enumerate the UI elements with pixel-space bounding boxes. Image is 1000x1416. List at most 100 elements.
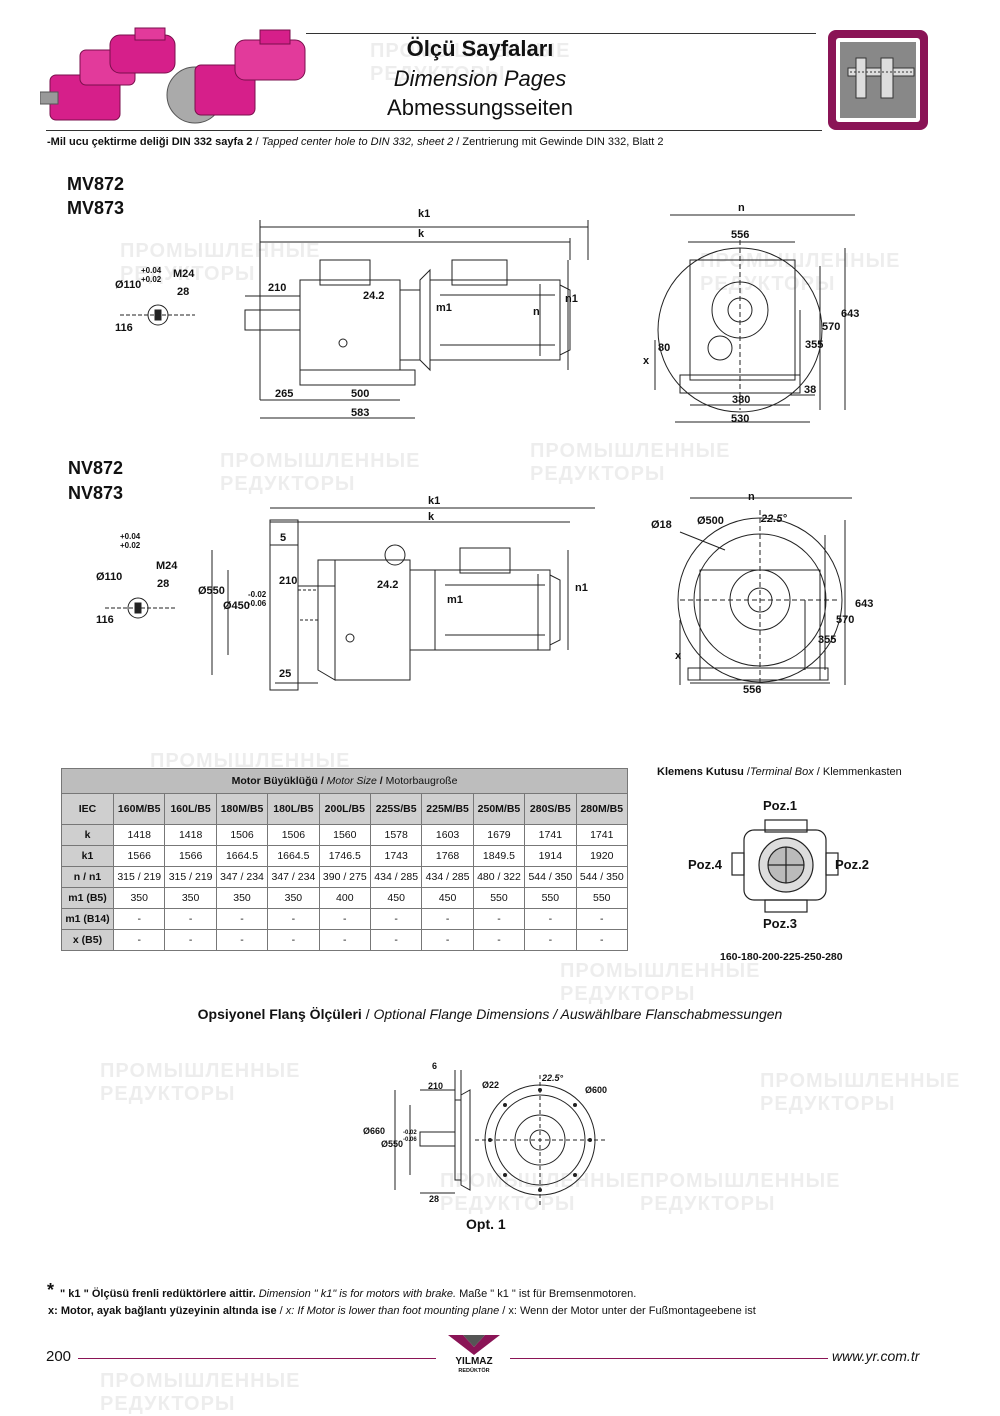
dim-265: 265 xyxy=(275,388,294,400)
motor-table-caption: Motor Büyüklüğü / Motor Size / Motorbaug… xyxy=(61,768,628,794)
dim-x: x xyxy=(643,355,650,367)
model-nv873: NV873 xyxy=(68,483,124,503)
dim-nv-x: x xyxy=(675,650,682,662)
dim-side-n: n xyxy=(738,202,745,214)
dim-570: 570 xyxy=(822,321,841,333)
table-cell: 400 xyxy=(318,887,371,909)
dim-nv-d550: Ø550 xyxy=(198,585,225,597)
dim-nv-tolerance: +0.04+0.02 xyxy=(120,532,141,550)
website-link[interactable]: www.yr.com.tr xyxy=(832,1348,920,1364)
footnote-x: x: Motor, ayak bağlantı yüzeyinin altınd… xyxy=(48,1305,756,1317)
table-cell: 544 / 350 xyxy=(575,866,629,888)
yilmaz-logo-icon xyxy=(448,1335,500,1355)
product-image xyxy=(40,27,306,124)
page-number: 200 xyxy=(46,1348,72,1365)
table-cell: 480 / 322 xyxy=(472,866,526,888)
caliper-icon xyxy=(828,30,928,130)
table-cell: - xyxy=(575,908,629,930)
dim-n1: n1 xyxy=(565,293,578,305)
footnote-star: * xyxy=(47,1280,55,1300)
dim-nv-643: 643 xyxy=(855,598,874,610)
optional-flange-drawing xyxy=(394,1070,605,1205)
dim-nv-d500: Ø500 xyxy=(697,515,724,527)
table-cell: - xyxy=(472,908,526,930)
table-cell: 350 xyxy=(164,887,217,909)
flange-dim-d550: Ø550 xyxy=(381,1139,404,1149)
dim-nv-m24: M24 xyxy=(156,560,178,572)
table-cell: 1679 xyxy=(472,824,526,846)
table-row: m1 (B14)---------- xyxy=(60,908,629,930)
poz4-label: Poz.4 xyxy=(688,857,722,872)
header-rule-bottom xyxy=(46,130,822,131)
table-cell: 350 xyxy=(113,887,166,909)
dim-m1: m1 xyxy=(436,302,452,314)
dim-tolerance: +0.04+0.02 xyxy=(141,266,162,284)
page-title-tr: Ölçü Sayfaları xyxy=(406,36,554,61)
dim-583: 583 xyxy=(351,407,370,419)
dim-500: 500 xyxy=(351,388,370,400)
dim-380: 380 xyxy=(732,394,751,406)
nv-drawing xyxy=(105,497,852,691)
tapped-hole-note: -Mil ucu çektirme deliği DIN 332 sayfa 2… xyxy=(47,136,664,148)
dim-28: 28 xyxy=(177,286,190,298)
table-cell: - xyxy=(267,908,320,930)
dim-nv-24-2: 24.2 xyxy=(377,579,399,591)
table-cell: 434 / 285 xyxy=(421,866,474,888)
table-cell: - xyxy=(267,929,320,951)
dim-355: 355 xyxy=(805,339,824,351)
table-cell: 1578 xyxy=(369,824,423,846)
flange-dim-d22: Ø22 xyxy=(482,1080,500,1090)
dim-nv-k1: k1 xyxy=(428,495,441,507)
motor-table-header: IEC 160M/B5 160L/B5 180M/B5 180L/B5 200L… xyxy=(60,793,629,825)
table-cell: - xyxy=(421,908,474,930)
dim-24-2: 24.2 xyxy=(363,290,385,302)
table-cell: - xyxy=(215,929,269,951)
row-label: k1 xyxy=(60,845,115,867)
table-cell: 550 xyxy=(524,887,577,909)
poz1-label: Poz.1 xyxy=(763,798,797,813)
dim-nv-tolerance2: -0.02-0.06 xyxy=(248,590,267,608)
table-cell: 550 xyxy=(575,887,629,909)
dim-nv-116: 116 xyxy=(96,614,114,626)
table-cell: 544 / 350 xyxy=(524,866,577,888)
flange-dim-6: 6 xyxy=(432,1061,438,1071)
header-rule-top xyxy=(306,33,816,34)
table-cell: 1603 xyxy=(421,824,474,846)
table-cell: 1566 xyxy=(113,845,166,867)
dim-nv-side-n: n xyxy=(748,491,755,503)
flange-dim-d600: Ø600 xyxy=(585,1085,608,1095)
poz3-label: Poz.3 xyxy=(763,916,797,931)
dim-80: 80 xyxy=(658,342,671,354)
dim-nv-355: 355 xyxy=(818,634,837,646)
dim-210: 210 xyxy=(268,282,287,294)
table-cell: 1506 xyxy=(267,824,320,846)
table-cell: 1664.5 xyxy=(267,845,320,867)
table-cell: 1418 xyxy=(164,824,217,846)
dim-nv-28: 28 xyxy=(157,578,170,590)
footer-rule-left xyxy=(78,1358,436,1359)
dim-nv-angle: 22.5° xyxy=(761,513,787,525)
table-cell: 1914 xyxy=(524,845,577,867)
table-cell: 315 / 219 xyxy=(164,866,217,888)
dim-nv-d450: Ø450 xyxy=(223,600,250,612)
table-cell: 450 xyxy=(421,887,474,909)
table-cell: - xyxy=(369,908,423,930)
flange-tolerance: -0.02-0.06 xyxy=(403,1130,417,1143)
flange-caption: Opt. 1 xyxy=(466,1216,506,1232)
dim-d110: Ø110 xyxy=(115,279,142,291)
logo-subtext: REDÜKTÖR xyxy=(458,1368,490,1374)
table-cell: - xyxy=(369,929,423,951)
logo-text: YILMAZ xyxy=(455,1356,493,1367)
row-label: m1 (B14) xyxy=(60,908,115,930)
table-cell: - xyxy=(164,929,217,951)
table-cell: - xyxy=(421,929,474,951)
table-cell: 347 / 234 xyxy=(215,866,269,888)
table-cell: - xyxy=(318,929,371,951)
row-label: n / n1 xyxy=(60,866,115,888)
table-cell: - xyxy=(524,929,577,951)
optional-flange-title: Opsiyonel Flanş Ölçüleri / Optional Flan… xyxy=(197,1006,783,1022)
table-cell: 1506 xyxy=(215,824,269,846)
dim-m24: M24 xyxy=(173,268,195,280)
table-cell: - xyxy=(318,908,371,930)
